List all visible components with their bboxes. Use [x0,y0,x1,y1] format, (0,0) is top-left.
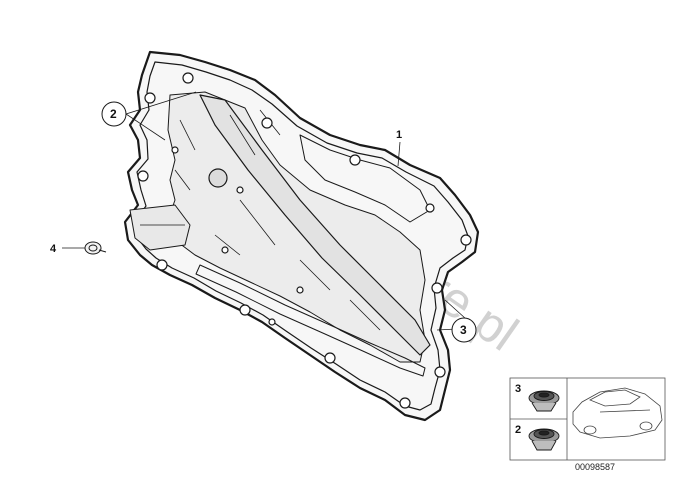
inset-grommet-3-icon [528,390,560,412]
callout-1[interactable]: 1 [396,129,402,141]
svg-text:3: 3 [460,323,467,337]
clip-part-4[interactable] [84,241,107,255]
callout-2[interactable]: 2 [101,101,127,127]
lower-channel [195,264,426,377]
diagonal-rib [199,94,431,356]
callout-3[interactable]: 3 [451,317,477,343]
inset-label-2: 2 [515,424,521,436]
inset-box: 3 2 [509,377,666,461]
inset-label-3: 3 [515,383,521,395]
left-bracket [129,204,191,251]
mounting-holes [137,72,472,409]
drawing-code: 00098587 [575,462,615,472]
inset-grommet-2-icon [528,428,560,451]
door-carrier-panel[interactable] [123,50,480,422]
car-outline-icon [572,387,663,439]
callout-4[interactable]: 4 [50,243,57,255]
panel-gasket-line [133,61,469,411]
svg-text:2: 2 [110,107,117,121]
